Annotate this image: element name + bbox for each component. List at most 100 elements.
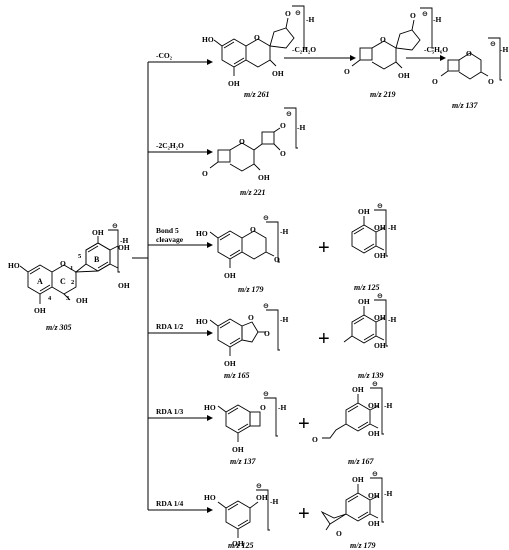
mz137-top-label: m/z 137 xyxy=(452,101,479,110)
mz221-left-o: O xyxy=(202,169,208,178)
mz167-oh-right1: OH xyxy=(368,401,380,410)
mz179a-label: m/z 179 xyxy=(238,285,264,294)
parent-oh-top: OH xyxy=(92,228,104,237)
plus-sign-rda12: + xyxy=(318,328,330,350)
pathway-label-bond5-line2: cleavage xyxy=(156,235,184,244)
mz167-charge-sign: ⊖ xyxy=(372,381,378,388)
mz137b-charge: -H xyxy=(278,403,286,412)
product-mz165: HO OH O O ⊖ -H m/z 165 xyxy=(196,303,288,380)
mz139-label: m/z 139 xyxy=(358,371,384,380)
parent-ring-oxygen: O xyxy=(60,259,66,268)
mz125b-oh-bottom: OH xyxy=(232,539,244,548)
mz125a-charge: -H xyxy=(388,223,396,232)
mz125a-oh-right1: OH xyxy=(374,223,386,232)
parent-charge-label: -H xyxy=(120,236,128,245)
pathway-label-2c2h2o: -2C₂H₂O xyxy=(156,141,184,150)
mz179b-oh-top: OH xyxy=(352,475,364,484)
product-mz125-a: OH OH OH ⊖ -H m/z 125 xyxy=(351,203,396,292)
product-mz221: O O O O OH ⊖ -H m/z 221 xyxy=(202,107,305,197)
mz139-oh-right1: OH xyxy=(374,313,386,322)
mz137-top-left-o: O xyxy=(432,77,438,86)
atom-number-4: 4 xyxy=(48,295,52,302)
mz219-ketone-o: O xyxy=(410,11,416,20)
mz179b-label: m/z 179 xyxy=(350,541,376,550)
atom-number-5: 5 xyxy=(78,253,82,260)
mz165-ring-o: O xyxy=(248,313,254,322)
mz125b-label: m/z 125 xyxy=(228,541,254,550)
mz167-oh-top: OH xyxy=(352,385,364,394)
mz261-ring-o: O xyxy=(254,33,260,42)
mz139-oh-top: OH xyxy=(358,297,370,306)
mz137b-oh-bottom: OH xyxy=(232,445,244,454)
mz179a-ring-o: O xyxy=(250,225,256,234)
parent-oh-right2: OH xyxy=(118,281,130,290)
mz219-charge-sign: ⊖ xyxy=(422,11,428,18)
step-label-c5h6o: -C₅H₆O xyxy=(424,45,448,54)
mz137b-ring-o: O xyxy=(260,403,266,412)
pathway-label-rda12: RDA 1/2 xyxy=(156,322,184,331)
product-mz261: HO OH OH O O ⊖ -H m/z 261 xyxy=(202,5,314,99)
parent-charge-sign: ⊖ xyxy=(112,223,118,230)
mz165-charge-sign: ⊖ xyxy=(263,303,269,310)
mz167-label: m/z 167 xyxy=(348,457,375,466)
product-mz137-bottom: HO OH O ⊖ -H m/z 137 xyxy=(204,391,286,466)
mz179a-ketone-o: O xyxy=(274,255,280,264)
ring-label-c: C xyxy=(60,277,66,286)
mz179a-oh-bottom: OH xyxy=(224,271,236,280)
mz179a-oh-left: HO xyxy=(196,229,208,238)
mz165-carbonyl-o: O xyxy=(264,329,270,338)
pathway-label-bond5-line1: Bond 5 xyxy=(156,226,179,235)
mz221-charge-sign: ⊖ xyxy=(286,111,292,118)
mz221-label: m/z 221 xyxy=(240,188,266,197)
mz125b-charge: -H xyxy=(270,497,278,506)
mz221-charge: -H xyxy=(297,123,305,132)
mz165-label: m/z 165 xyxy=(224,371,250,380)
mz137-top-charge: -H xyxy=(500,45,508,54)
mz261-oh-bottom: OH xyxy=(228,79,240,88)
product-mz179-a: HO OH O O ⊖ -H m/z 179 xyxy=(196,215,288,294)
mz167-oh-right2: OH xyxy=(368,429,380,438)
mz219-oh: OH xyxy=(398,71,410,80)
mz137b-oh-left: HO xyxy=(204,403,216,412)
mz261-label: m/z 261 xyxy=(244,90,270,99)
mz221-oh: OH xyxy=(258,173,270,182)
product-mz137-top: O O O ⊖ -H m/z 137 xyxy=(432,37,508,110)
mz219-ring-o: O xyxy=(380,35,386,44)
step-label-c2h2o: -C₂H₂O xyxy=(292,45,316,54)
mz139-charge: -H xyxy=(388,315,396,324)
mz179b-charge-sign: ⊖ xyxy=(372,471,378,478)
mz219-left-o: O xyxy=(344,67,350,76)
mz125b-oh-left: HO xyxy=(204,493,216,502)
mz261-charge: -H xyxy=(306,15,314,24)
pathway-label-rda14: RDA 1/4 xyxy=(156,499,184,508)
product-mz125-b: HO OH OH ⊖ -H m/z 125 xyxy=(204,483,278,550)
product-mz139: OH OH OH ⊖ -H m/z 139 xyxy=(343,293,396,380)
mz261-oh-c3: OH xyxy=(272,69,284,78)
ring-label-b: B xyxy=(94,255,100,264)
parent-mz: m/z 305 xyxy=(46,323,72,332)
product-mz167: OH OH OH O ⊖ -H m/z 167 xyxy=(312,381,392,466)
pathway-label-rda13: RDA 1/3 xyxy=(156,407,184,416)
mz139-oh-right2: OH xyxy=(374,341,386,350)
mz179b-oh-right2: OH xyxy=(368,519,380,528)
mz179b-ketone-o: O xyxy=(336,529,342,538)
mz125b-charge-sign: ⊖ xyxy=(256,483,262,490)
mz137-top-right-o: O xyxy=(488,77,494,86)
mz179b-oh-right1: OH xyxy=(368,491,380,500)
atom-number-1: 1 xyxy=(70,265,73,272)
mz165-oh-bottom: OH xyxy=(224,359,236,368)
product-mz179-b: OH OH OH O ⊖ -H m/z 179 xyxy=(320,471,392,550)
mz125a-oh-right2: OH xyxy=(374,251,386,260)
mz261-oh-left: HO xyxy=(202,35,214,44)
mz167-charge: -H xyxy=(384,401,392,410)
mz165-charge: -H xyxy=(280,315,288,324)
mz137-top-charge-sign: ⊖ xyxy=(490,41,496,48)
mz125a-oh-top: OH xyxy=(358,207,370,216)
atom-number-3: 3 xyxy=(66,295,70,302)
mz125a-label: m/z 125 xyxy=(354,283,380,292)
pathway-label-co2: -CO₂ xyxy=(156,51,173,60)
plus-sign-rda13: + xyxy=(298,413,310,435)
mz137b-label: m/z 137 xyxy=(230,457,257,466)
product-mz219: O O O OH ⊖ -H m/z 219 xyxy=(344,7,441,99)
